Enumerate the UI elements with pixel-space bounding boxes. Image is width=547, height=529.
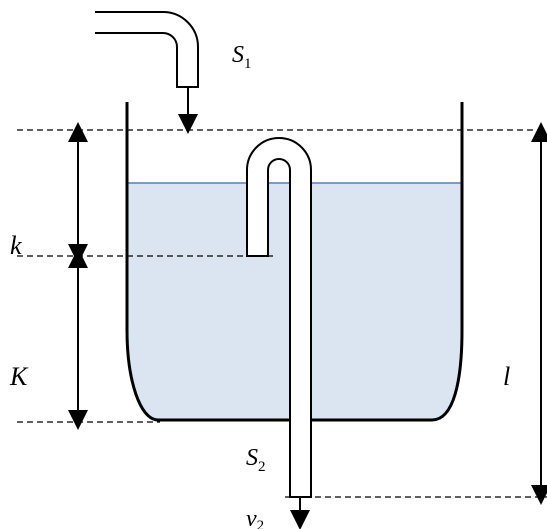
label-l: l bbox=[503, 362, 510, 391]
label-K: K bbox=[9, 362, 29, 391]
label-k: k bbox=[10, 231, 22, 260]
siphon-tube bbox=[246, 137, 312, 498]
label-S2: S2 bbox=[246, 445, 266, 475]
inlet-pipe bbox=[95, 11, 199, 88]
label-v2: v2 bbox=[246, 506, 264, 529]
label-S1: S1 bbox=[232, 42, 252, 72]
